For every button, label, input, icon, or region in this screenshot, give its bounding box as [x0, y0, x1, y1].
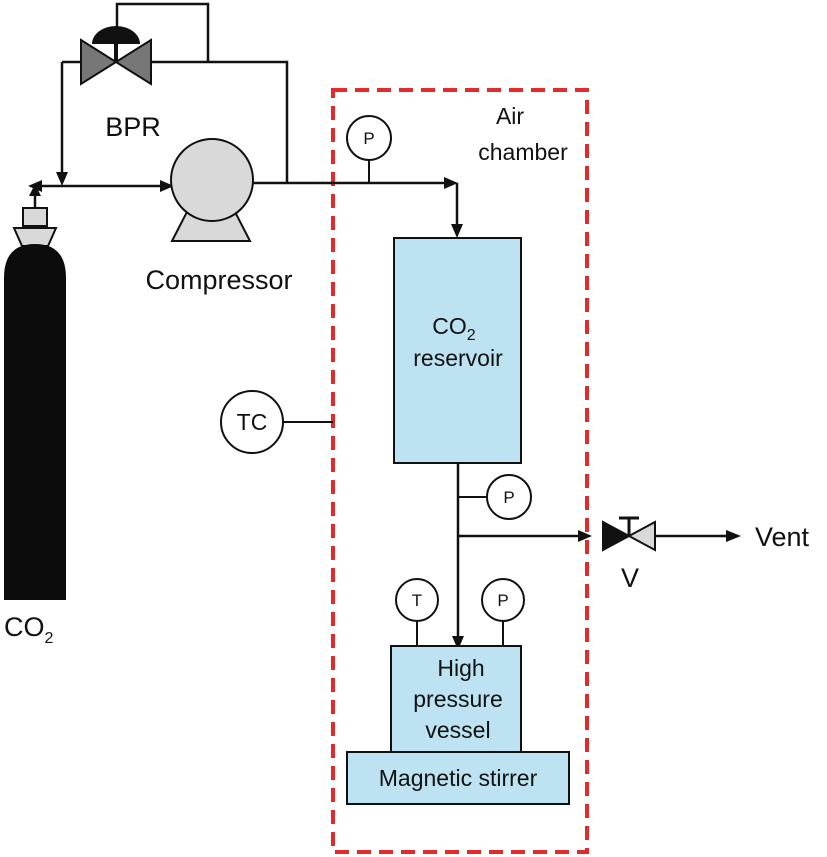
p-gauge-top-label: P: [363, 129, 374, 148]
high-pressure-vessel: [390, 645, 522, 753]
co2-cylinder-label: CO2: [4, 612, 54, 647]
reservoir-label-line1: CO2: [432, 313, 476, 344]
vent-outlet-arrowhead: [726, 530, 741, 542]
feed-line: [33, 184, 167, 210]
feed-arrowhead: [160, 180, 174, 192]
vessel-label-line1: High: [437, 655, 484, 681]
air-chamber-label-line2: chamber: [478, 139, 568, 165]
bpr-loop-piping: [60, 2, 289, 183]
reservoir-label-line2: reservoir: [413, 345, 503, 371]
compressor-outlet-line: [253, 181, 459, 228]
vessel-label-line3: vessel: [425, 717, 490, 743]
bpr-valve-icon: [80, 26, 152, 86]
cylinder-split-arrowhead: [28, 180, 42, 192]
vent-branch-arrowhead: [578, 530, 592, 542]
vent-valve-label: V: [621, 563, 639, 593]
p-gauge-mid-icon: [486, 474, 532, 520]
bpr-return-arrowhead: [56, 172, 68, 186]
compressor-label: Compressor: [145, 265, 292, 295]
air-chamber-label-line1: Air: [496, 103, 524, 129]
compressor-icon: [170, 138, 254, 242]
vent-valve-icon: [602, 516, 656, 552]
vessel-inlet-arrowhead: [452, 636, 464, 650]
magnetic-stirrer-label: Magnetic stirrer: [379, 765, 538, 791]
outlet-arrowhead: [444, 177, 458, 189]
vent-label: Vent: [755, 522, 810, 552]
magnetic-stirrer: [346, 751, 570, 805]
reservoir-inlet-arrowhead: [451, 224, 463, 238]
p-gauge-bottom-label: P: [497, 591, 508, 610]
p-gauge-mid-label: P: [503, 488, 514, 507]
vessel-label-line2: pressure: [413, 686, 502, 712]
tc-gauge-label: TC: [237, 409, 268, 435]
air-chamber-boundary: [331, 88, 589, 854]
co2-cylinder-icon: [4, 207, 66, 600]
bpr-label: BPR: [105, 112, 161, 142]
t-gauge-label: T: [412, 591, 422, 610]
p-gauge-top-icon: [346, 115, 392, 161]
cylinder-outlet-arrowhead: [29, 184, 41, 196]
